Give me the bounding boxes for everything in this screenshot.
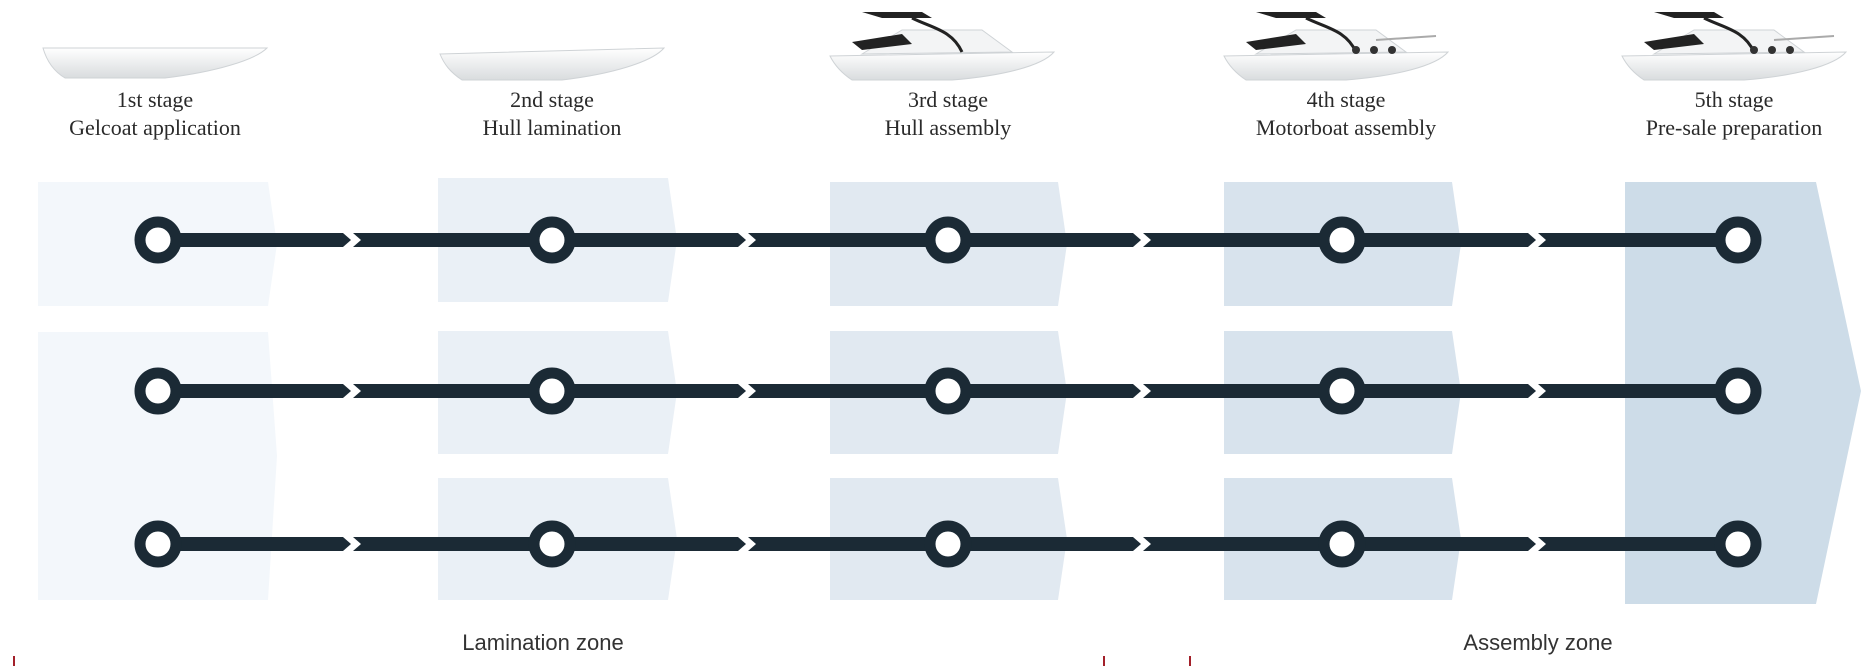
- flow-segment: [353, 384, 552, 398]
- flow-row-2: [134, 367, 1762, 415]
- stage-1-title: 1st stage Gelcoat application: [25, 86, 285, 142]
- stage-2-number: 2nd stage: [510, 87, 594, 112]
- flow-segment: [1342, 384, 1536, 398]
- flow-node-stage-2: [528, 520, 576, 568]
- flow-node-stage-5: [1714, 216, 1762, 264]
- stage-2-title: 2nd stage Hull lamination: [422, 86, 682, 142]
- motorboat-icon: [1223, 12, 1450, 81]
- stage-1-number: 1st stage: [116, 87, 194, 112]
- flow-segment: [1538, 384, 1738, 398]
- boat-hull-icon: [439, 47, 666, 81]
- flow-node-stage-4: [1318, 367, 1366, 415]
- flow-node-stage-4: [1318, 520, 1366, 568]
- stage-4-title: 4th stage Motorboat assembly: [1216, 86, 1476, 142]
- flow-segment: [748, 384, 948, 398]
- stage-3-name: Hull assembly: [884, 115, 1012, 140]
- flow-segment: [1143, 233, 1342, 247]
- flow-node-stage-5: [1714, 367, 1762, 415]
- flow-node-stage-4: [1318, 216, 1366, 264]
- stage-5-title: 5th stage Pre-sale preparation: [1604, 86, 1864, 142]
- flow-segment: [158, 537, 351, 551]
- stage-5-number: 5th stage: [1694, 87, 1774, 112]
- flow-segment: [1538, 537, 1738, 551]
- assembly-zone-label: Assembly zone: [1463, 630, 1613, 655]
- flow-row-3: [134, 520, 1762, 568]
- flow-node-stage-1: [134, 216, 182, 264]
- flow-segment: [353, 233, 552, 247]
- motorboat-icon: [829, 12, 1056, 81]
- boat-hull-mold-icon: [42, 47, 269, 79]
- flow-segment: [1538, 233, 1738, 247]
- flow-segment: [552, 233, 746, 247]
- flow-segment: [353, 537, 552, 551]
- flow-segment: [1342, 233, 1536, 247]
- flow-segment: [158, 233, 351, 247]
- stage-1-name: Gelcoat application: [69, 115, 241, 140]
- flow-rows: [134, 216, 1762, 568]
- stage-1-block-row-2: [38, 332, 277, 600]
- stage-3-number: 3rd stage: [907, 87, 989, 112]
- flow-segment: [1342, 537, 1536, 551]
- flow-segment: [948, 537, 1141, 551]
- flow-node-stage-1: [134, 520, 182, 568]
- flow-segment: [948, 384, 1141, 398]
- flow-segment: [748, 233, 948, 247]
- flow-row-1: [134, 216, 1762, 264]
- flow-node-stage-2: [528, 216, 576, 264]
- stage-5-name: Pre-sale preparation: [1645, 115, 1823, 140]
- flow-segment: [158, 384, 351, 398]
- zone-markers: [13, 656, 1191, 666]
- flow-node-stage-3: [924, 367, 972, 415]
- stage-3-title: 3rd stage Hull assembly: [818, 86, 1078, 142]
- stage-2-name: Hull lamination: [482, 115, 622, 140]
- lamination-zone-label: Lamination zone: [462, 630, 624, 655]
- motorboat-icon: [1621, 12, 1848, 81]
- flow-segment: [1143, 384, 1342, 398]
- flow-node-stage-3: [924, 216, 972, 264]
- flow-node-stage-2: [528, 367, 576, 415]
- flow-segment: [552, 537, 746, 551]
- flow-node-stage-1: [134, 367, 182, 415]
- stage-4-number: 4th stage: [1306, 87, 1386, 112]
- flow-segment: [948, 233, 1141, 247]
- flow-segment: [1143, 537, 1342, 551]
- flow-segment: [552, 384, 746, 398]
- stage-4-name: Motorboat assembly: [1255, 115, 1437, 140]
- flow-segment: [748, 537, 948, 551]
- flow-node-stage-5: [1714, 520, 1762, 568]
- flow-node-stage-3: [924, 520, 972, 568]
